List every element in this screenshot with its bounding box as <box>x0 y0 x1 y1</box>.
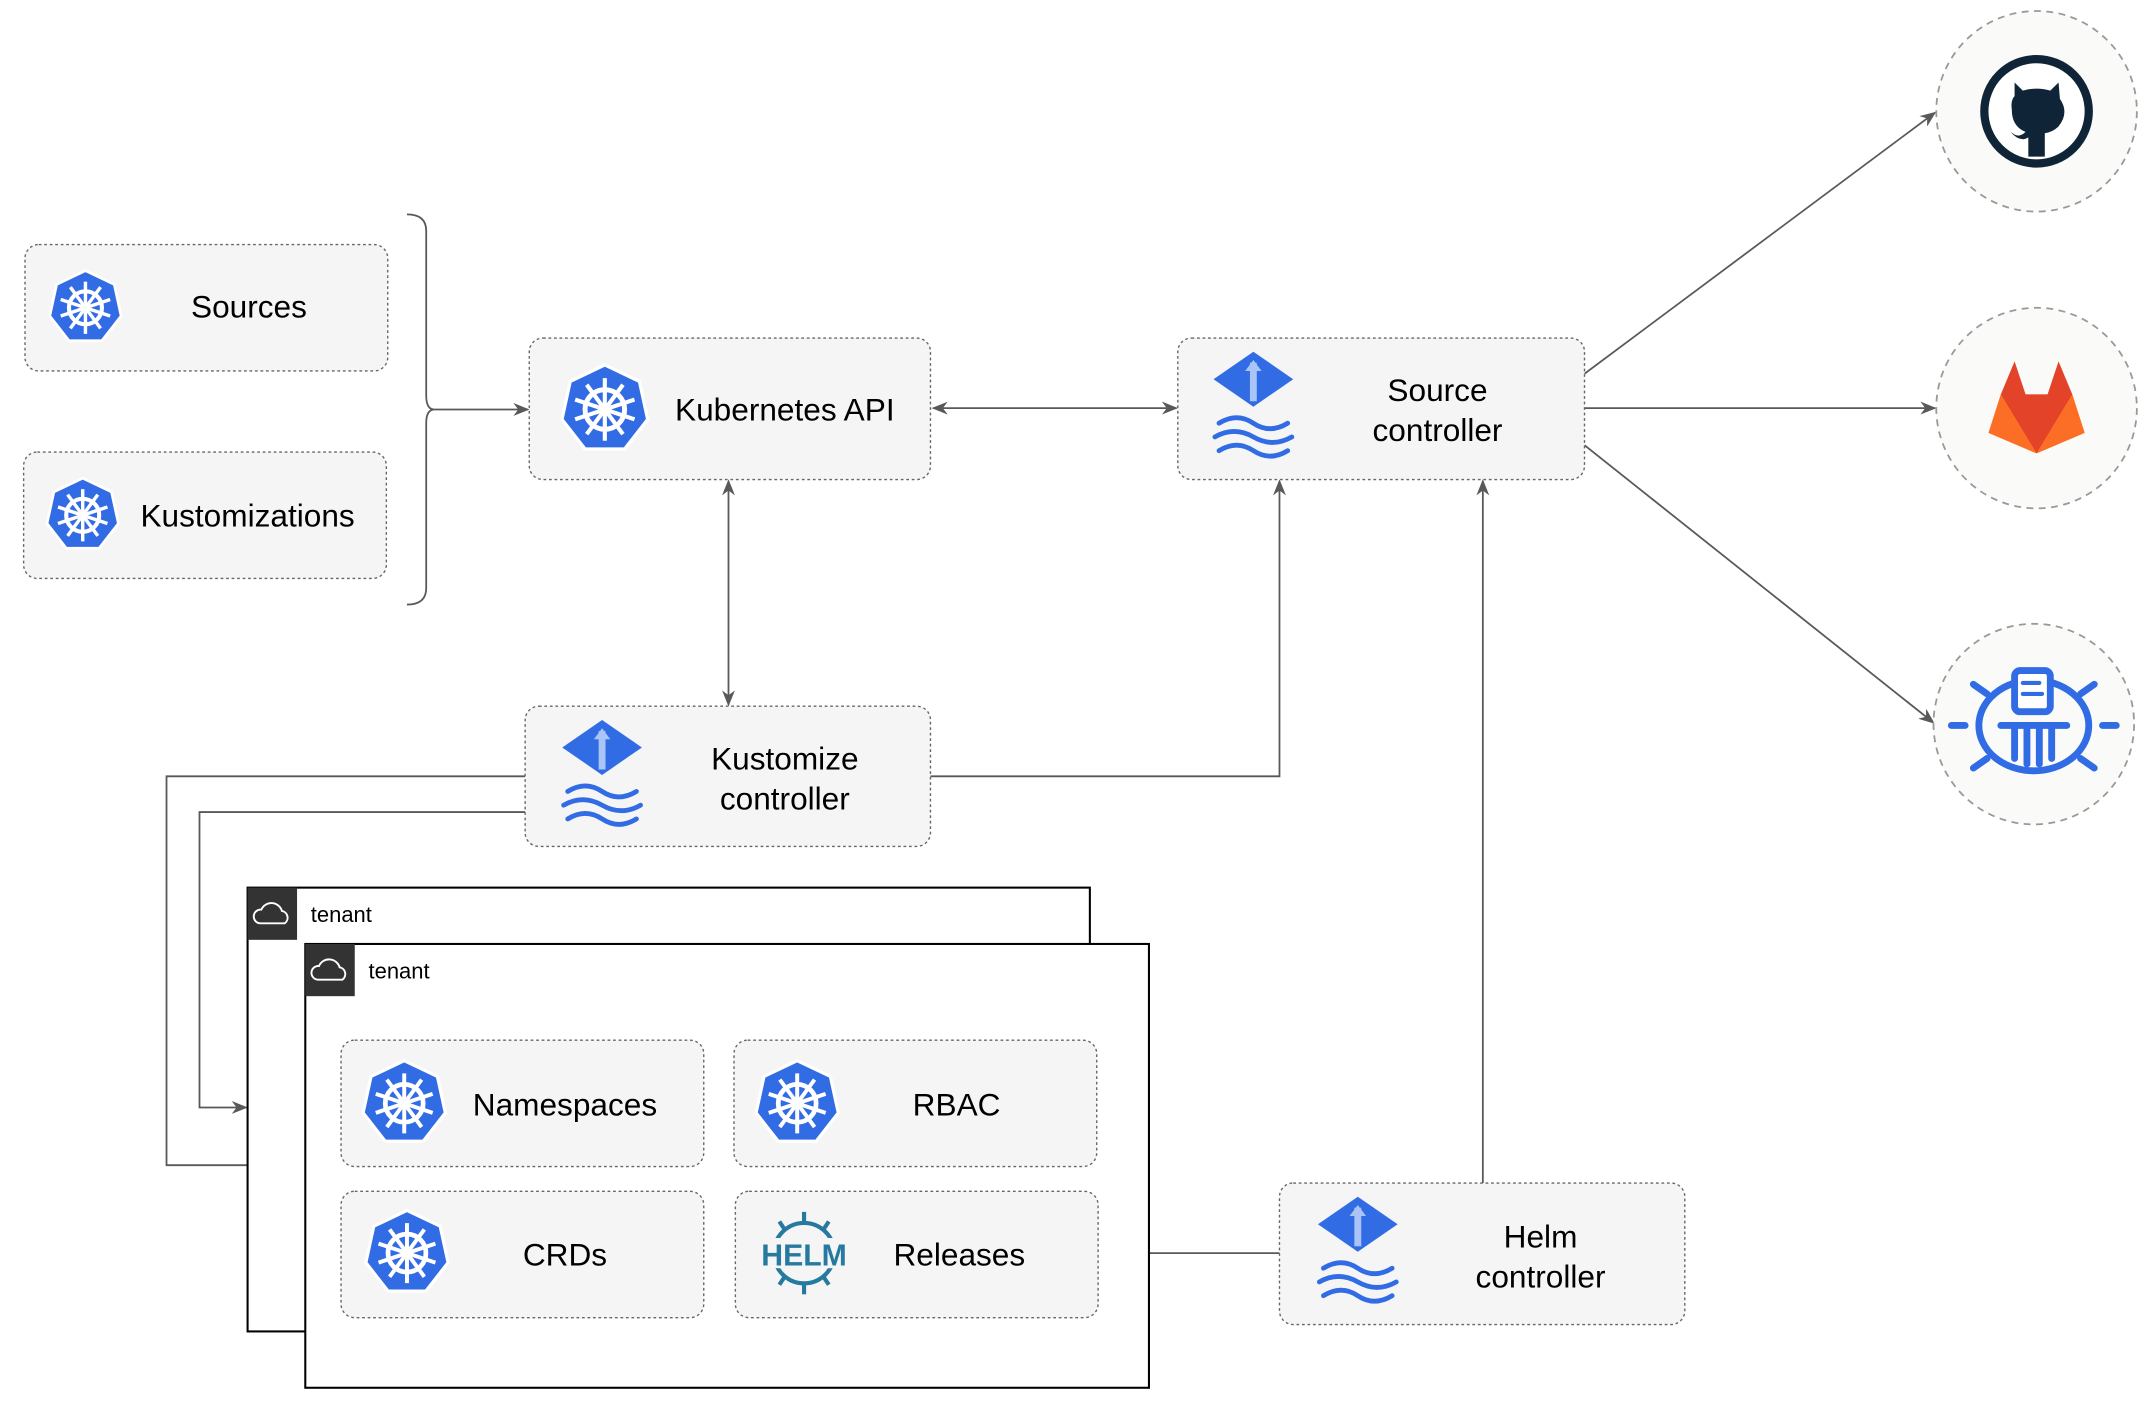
tenant-label: tenant <box>369 958 430 983</box>
node-crds[interactable]: CRDs <box>340 1190 705 1319</box>
edge-source-to-bucket <box>1583 444 1935 724</box>
cloud-icon <box>304 942 356 998</box>
kustomizations-label: Kustomizations <box>140 497 354 533</box>
helm-icon: HELM <box>755 1211 853 1295</box>
rbac-label: RBAC <box>913 1087 1001 1123</box>
bucket-node[interactable] <box>1932 622 2136 826</box>
kubernetes-icon <box>47 478 118 548</box>
github-icon <box>1980 54 2093 168</box>
node-releases[interactable]: HELM Releases <box>734 1190 1099 1319</box>
source-controller-label: controller <box>1373 412 1503 448</box>
gitlab-node[interactable] <box>1935 306 2138 510</box>
kubernetes-icon <box>363 1061 445 1142</box>
brace <box>406 213 435 606</box>
node-namespaces[interactable]: Namespaces <box>340 1039 705 1168</box>
edge-kustomize-to-tenant-back <box>198 811 526 1114</box>
crds-label: CRDs <box>523 1236 607 1272</box>
kubernetes-api-label: Kubernetes API <box>675 391 895 427</box>
node-kustomize-controller[interactable]: Kustomize controller <box>524 705 932 848</box>
helm-logo-text: HELM <box>761 1239 847 1272</box>
edge-source-to-github <box>1583 111 1937 375</box>
edges <box>165 111 1937 1260</box>
kubernetes-icon <box>756 1061 838 1142</box>
releases-label: Releases <box>893 1236 1025 1272</box>
node-source-controller[interactable]: Source controller <box>1177 337 1586 481</box>
helm-controller-label: Helm <box>1504 1219 1578 1255</box>
node-rbac[interactable]: RBAC <box>733 1039 1098 1168</box>
kustomize-controller-label: Kustomize <box>711 740 858 776</box>
github-node[interactable] <box>1935 10 2138 213</box>
helm-controller-label: controller <box>1476 1258 1606 1294</box>
node-helm-controller[interactable]: Helm controller <box>1278 1182 1686 1326</box>
kubernetes-icon <box>50 271 121 341</box>
source-controller-label: Source <box>1387 372 1487 408</box>
namespaces-label: Namespaces <box>473 1087 657 1123</box>
bucket-icon <box>1947 667 2120 775</box>
node-kustomizations[interactable]: Kustomizations <box>22 451 388 580</box>
node-sources[interactable]: Sources <box>24 243 389 372</box>
kubernetes-icon <box>562 365 648 449</box>
node-kubernetes-api[interactable]: Kubernetes API <box>528 337 932 481</box>
kustomize-controller-label: controller <box>720 780 850 816</box>
tenant-front[interactable]: tenant Namespaces RBAC CRDs <box>304 942 1150 1389</box>
tenant-label: tenant <box>311 902 372 927</box>
gitlab-icon <box>1988 361 2085 454</box>
edge-kustomize-to-tenant-front <box>165 775 526 1172</box>
cloud-icon <box>246 886 299 941</box>
sources-label: Sources <box>191 288 307 324</box>
kubernetes-icon <box>366 1210 448 1291</box>
edge-kustomize-to-source <box>930 479 1286 778</box>
